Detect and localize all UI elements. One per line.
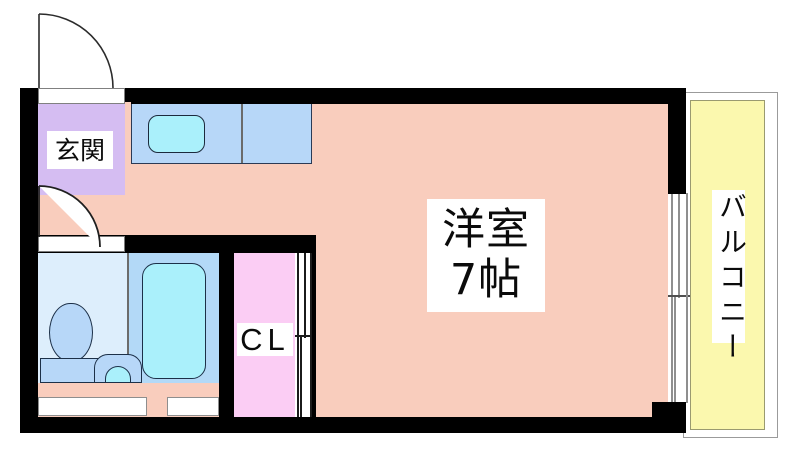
wash-basin <box>94 350 142 383</box>
wall-bottom-right <box>296 417 668 433</box>
balcony-label: バルコニー <box>712 190 748 367</box>
wall-top <box>20 88 685 104</box>
closet-door-line-lower <box>300 336 302 418</box>
glass-door-handle <box>668 295 690 297</box>
closet-sliding-door-panels[interactable] <box>295 252 312 418</box>
bathtub <box>142 263 206 379</box>
toilet-tank <box>40 358 102 383</box>
wall-closet-head <box>295 235 316 253</box>
room-type-text: 洋室 <box>442 205 530 256</box>
wall-closet-right <box>312 235 316 433</box>
bath-window-right[interactable] <box>167 397 219 416</box>
bath-window-left[interactable] <box>38 397 147 416</box>
closet-door-handle <box>295 335 312 337</box>
closet-label: CL <box>237 323 293 356</box>
wall-left <box>20 88 38 433</box>
kitchen-sink <box>148 115 205 153</box>
closet-door-line-mid <box>304 252 306 338</box>
entrance-hall-label: 玄関 <box>47 131 113 169</box>
wall-bath-closet <box>219 235 234 433</box>
entry-door-opening[interactable] <box>38 88 125 104</box>
wash-basin-bowl <box>105 366 131 383</box>
interior-door-swing-arc <box>38 185 101 248</box>
wall-genkan-divider <box>125 102 131 195</box>
entrance-door-swing-arc <box>38 13 114 89</box>
balcony-sliding-glass-door[interactable] <box>668 193 690 403</box>
bathroom-door-opening[interactable] <box>38 236 125 252</box>
room-size-text: 7帖 <box>449 254 523 305</box>
glass-door-line-4 <box>686 193 688 403</box>
kitchen-counter-divider <box>241 103 243 163</box>
glass-door-line-1 <box>671 193 673 403</box>
glass-door-line-3 <box>674 296 676 403</box>
closet-door-line-right <box>310 252 312 418</box>
wall-bottom <box>20 417 316 433</box>
western-room-label: 洋室 7帖 <box>427 199 545 312</box>
wall-right-lower <box>652 402 686 433</box>
wall-right-upper <box>668 88 686 194</box>
glass-door-line-2 <box>678 193 680 298</box>
bath-area-divider <box>127 252 129 383</box>
toilet-bowl <box>49 303 93 362</box>
